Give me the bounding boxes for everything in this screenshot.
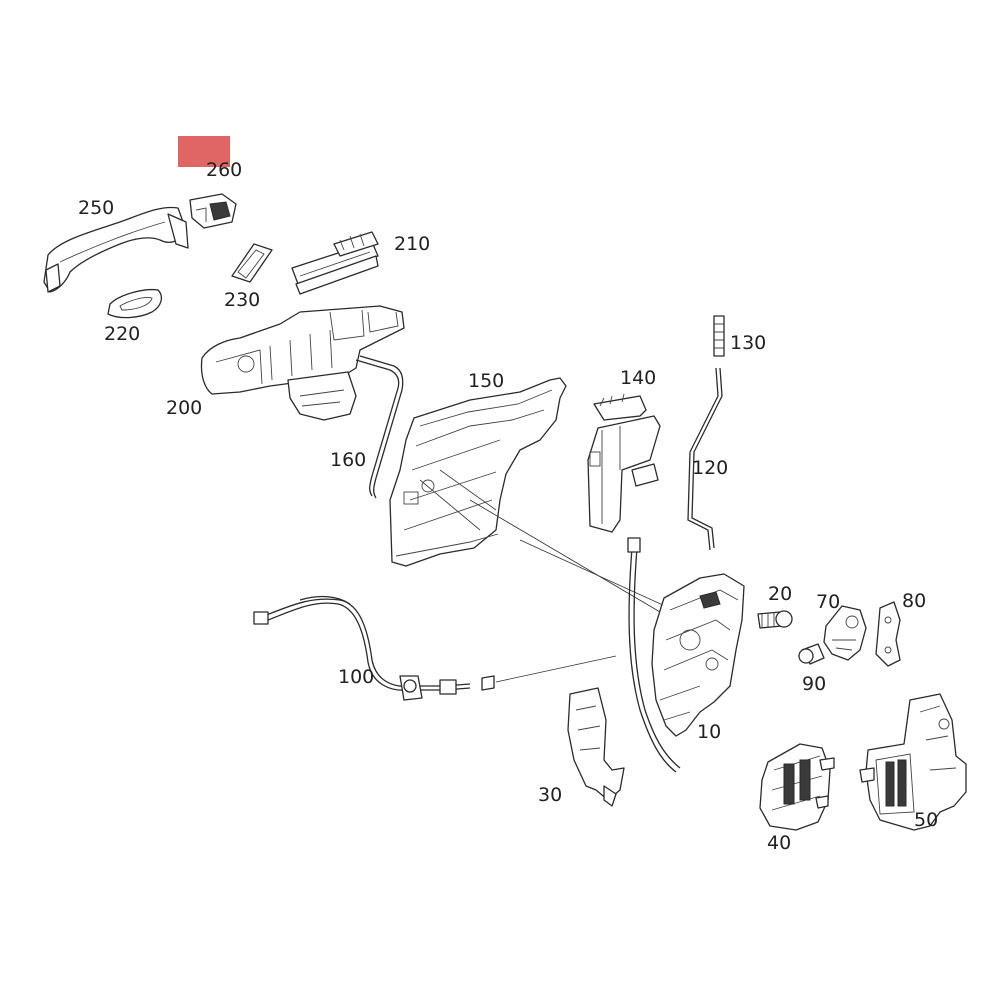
label-50: 50 <box>914 809 938 831</box>
part-30-bracket <box>567 687 625 807</box>
part-260-handle-cap <box>189 193 237 229</box>
label-250: 250 <box>78 197 114 219</box>
part-250-door-handle <box>43 206 189 293</box>
label-90: 90 <box>802 673 826 695</box>
label-20: 20 <box>768 583 792 605</box>
part-20-bolt <box>757 610 793 629</box>
part-40-housing <box>759 743 835 831</box>
label-210: 210 <box>394 233 430 255</box>
part-100-cable <box>253 595 617 701</box>
label-40: 40 <box>767 832 791 854</box>
lock-cable <box>627 537 681 773</box>
part-230-seal <box>231 243 273 283</box>
label-230: 230 <box>224 289 260 311</box>
label-120: 120 <box>692 457 728 479</box>
label-70: 70 <box>816 591 840 613</box>
label-140: 140 <box>620 367 656 389</box>
part-130-rod-end <box>713 315 725 357</box>
label-160: 160 <box>330 449 366 471</box>
label-130: 130 <box>730 332 766 354</box>
label-200: 200 <box>166 397 202 419</box>
label-30: 30 <box>538 784 562 806</box>
label-80: 80 <box>902 590 926 612</box>
part-220-bezel <box>107 288 163 319</box>
part-50-lock-body <box>859 693 967 831</box>
part-140-actuator <box>587 393 661 533</box>
part-70-striker <box>823 605 867 661</box>
part-10-door-lock <box>651 573 745 737</box>
label-100: 100 <box>338 666 374 688</box>
part-90-screw <box>798 643 825 665</box>
label-150: 150 <box>468 370 504 392</box>
label-260: 260 <box>206 159 242 181</box>
part-80-plate <box>875 601 901 667</box>
part-210-handle-carrier <box>291 231 379 295</box>
highlight-marker <box>178 136 230 167</box>
part-200-handle-frame <box>200 305 405 421</box>
part-120-rod <box>687 367 723 551</box>
part-labels: 260 250 210 230 220 200 130 150 140 160 … <box>78 159 938 854</box>
label-10: 10 <box>697 721 721 743</box>
label-220: 220 <box>104 323 140 345</box>
part-160-rod <box>355 355 404 499</box>
part-150-inner-panel <box>389 377 567 567</box>
